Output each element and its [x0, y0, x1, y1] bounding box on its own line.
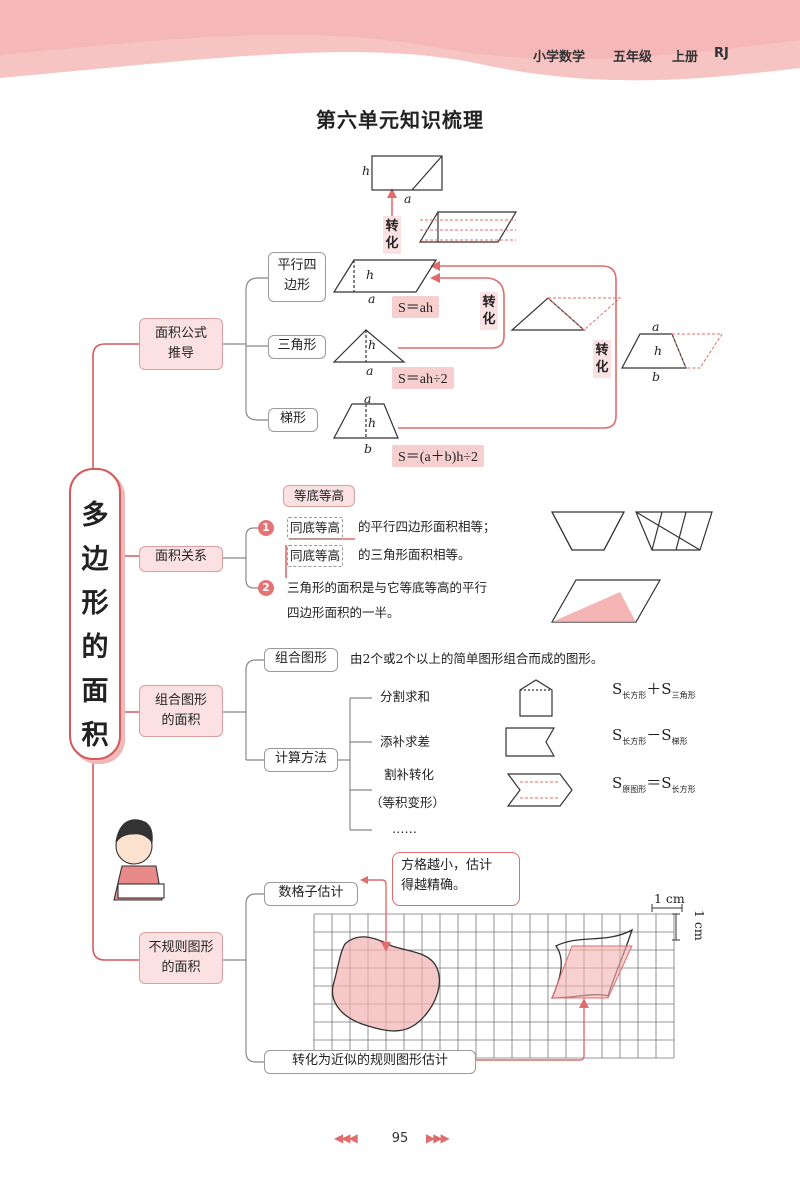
rule-number: 2 — [258, 580, 274, 596]
triangle-node: 三角形 — [268, 335, 326, 359]
var-a: a — [366, 363, 374, 378]
parallelogram-node: 平行四 边形 — [268, 252, 326, 302]
formula-subscript: 长方形 — [622, 691, 647, 700]
calc-method-node: 计算方法 — [264, 748, 338, 772]
tip-bubble: 方格越小，估计 得越精确。 — [392, 852, 520, 906]
formula-symbol: S — [661, 774, 672, 792]
rule2-line2: 四边形面积的一半。 — [287, 605, 400, 620]
composite-node: 组合图形 的面积 — [139, 685, 223, 737]
formula-derivation-node: 面积公式 推导 — [139, 318, 223, 370]
var-b: b — [652, 369, 661, 384]
var-b: b — [364, 441, 373, 456]
var-a: a — [404, 191, 412, 206]
transform-label: 转化 — [593, 340, 611, 378]
node-label: 推导 — [167, 346, 194, 361]
transform-label: 转化 — [480, 292, 498, 330]
var-a: a — [652, 319, 660, 334]
method-split: 分割求和 — [380, 689, 431, 704]
header-banner — [0, 0, 800, 81]
node-label: 边形 — [283, 278, 310, 293]
formula-symbol: S — [661, 726, 672, 744]
formula-symbol: S — [661, 680, 672, 698]
method-supplement: 添补求差 — [380, 734, 431, 749]
tip-line: 得越精确。 — [401, 878, 467, 893]
var-h: h — [368, 415, 377, 430]
same-base-height: 同底等高 — [287, 545, 344, 567]
trapezoid-node: 梯形 — [268, 408, 318, 432]
node-label: 不规则图形 — [148, 940, 214, 955]
node-label: 平行四 — [277, 258, 317, 273]
cartoon-student — [113, 819, 165, 901]
page-title: 第六单元知识梳理 — [316, 108, 484, 132]
same-base-height: 同底等高 — [287, 517, 344, 539]
formula-transform: S原图形＝S长方形 — [612, 774, 696, 799]
volume-label: 上册 — [672, 50, 699, 65]
formula-split: S长方形＋S三角形 — [612, 680, 696, 705]
ellipsis: …… — [392, 821, 417, 836]
edition-label: RJ — [714, 46, 729, 61]
node-label: 的面积 — [161, 713, 201, 728]
trapezoid-formula: S＝(a＋b)h÷2 — [392, 445, 485, 467]
rule-number: 1 — [258, 520, 274, 536]
method-transform-note: （等积变形） — [370, 795, 446, 810]
combined-definition: 由2个或2个以上的简单图形组合而成的图形。 — [350, 651, 604, 666]
var-h: h — [654, 343, 663, 358]
node-label: 的面积 — [161, 960, 201, 975]
var-a: a — [364, 391, 372, 406]
formula-operator: ＋ — [646, 680, 662, 698]
formula-subscript: 梯形 — [671, 737, 688, 746]
unit-horizontal: 1 cm — [654, 891, 685, 906]
approx-node: 转化为近似的规则图形估计 — [264, 1050, 476, 1074]
var-a: a — [368, 291, 376, 306]
transform-label: 转化 — [383, 216, 401, 254]
formula-subscript: 长方形 — [671, 785, 696, 794]
equal-base-height-tag: 等底等高 — [283, 485, 355, 507]
tip-line: 方格越小，估计 — [401, 858, 493, 873]
node-label: 面积公式 — [154, 326, 207, 341]
formula-symbol: S — [612, 680, 623, 698]
var-h: h — [366, 267, 375, 282]
parallelogram-formula: S＝ah — [392, 296, 439, 318]
triangle-formula: S＝ah÷2 — [392, 367, 454, 389]
main-topic-box: 多边形的面积 — [69, 468, 121, 760]
prev-page-icon[interactable]: ◀◀◀ — [334, 1131, 358, 1145]
var-h: h — [362, 163, 371, 178]
var-h: h — [368, 337, 377, 352]
next-page-icon[interactable]: ▶▶▶ — [426, 1131, 450, 1145]
rule1a: 的平行四边形面积相等； — [358, 519, 496, 534]
rule1b: 的三角形面积相等。 — [358, 547, 471, 562]
count-grid-node: 数格子估计 — [264, 882, 358, 906]
node-label: 组合图形 — [154, 693, 207, 708]
irregular-node: 不规则图形 的面积 — [139, 932, 223, 984]
method-transform: 割补转化 — [384, 767, 435, 782]
formula-subscript: 原图形 — [622, 785, 647, 794]
page-number: 95 — [391, 1131, 409, 1146]
formula-supplement: S长方形－S梯形 — [612, 726, 688, 751]
rule2-line1: 三角形的面积是与它等底等高的平行 — [287, 580, 488, 595]
main-topic: 多边形的面积 — [81, 500, 109, 751]
formula-subscript: 长方形 — [622, 737, 647, 746]
formula-subscript: 三角形 — [671, 691, 696, 700]
subject-label: 小学数学 — [533, 50, 586, 65]
area-relation-node: 面积关系 — [139, 546, 223, 572]
combined-shape-node: 组合图形 — [264, 648, 338, 672]
grade-label: 五年级 — [613, 50, 653, 65]
formula-operator: ＝ — [646, 774, 662, 792]
unit-vertical: 1 cm — [692, 910, 707, 941]
formula-symbol: S — [612, 774, 623, 792]
formula-operator: － — [646, 726, 662, 744]
formula-symbol: S — [612, 726, 623, 744]
